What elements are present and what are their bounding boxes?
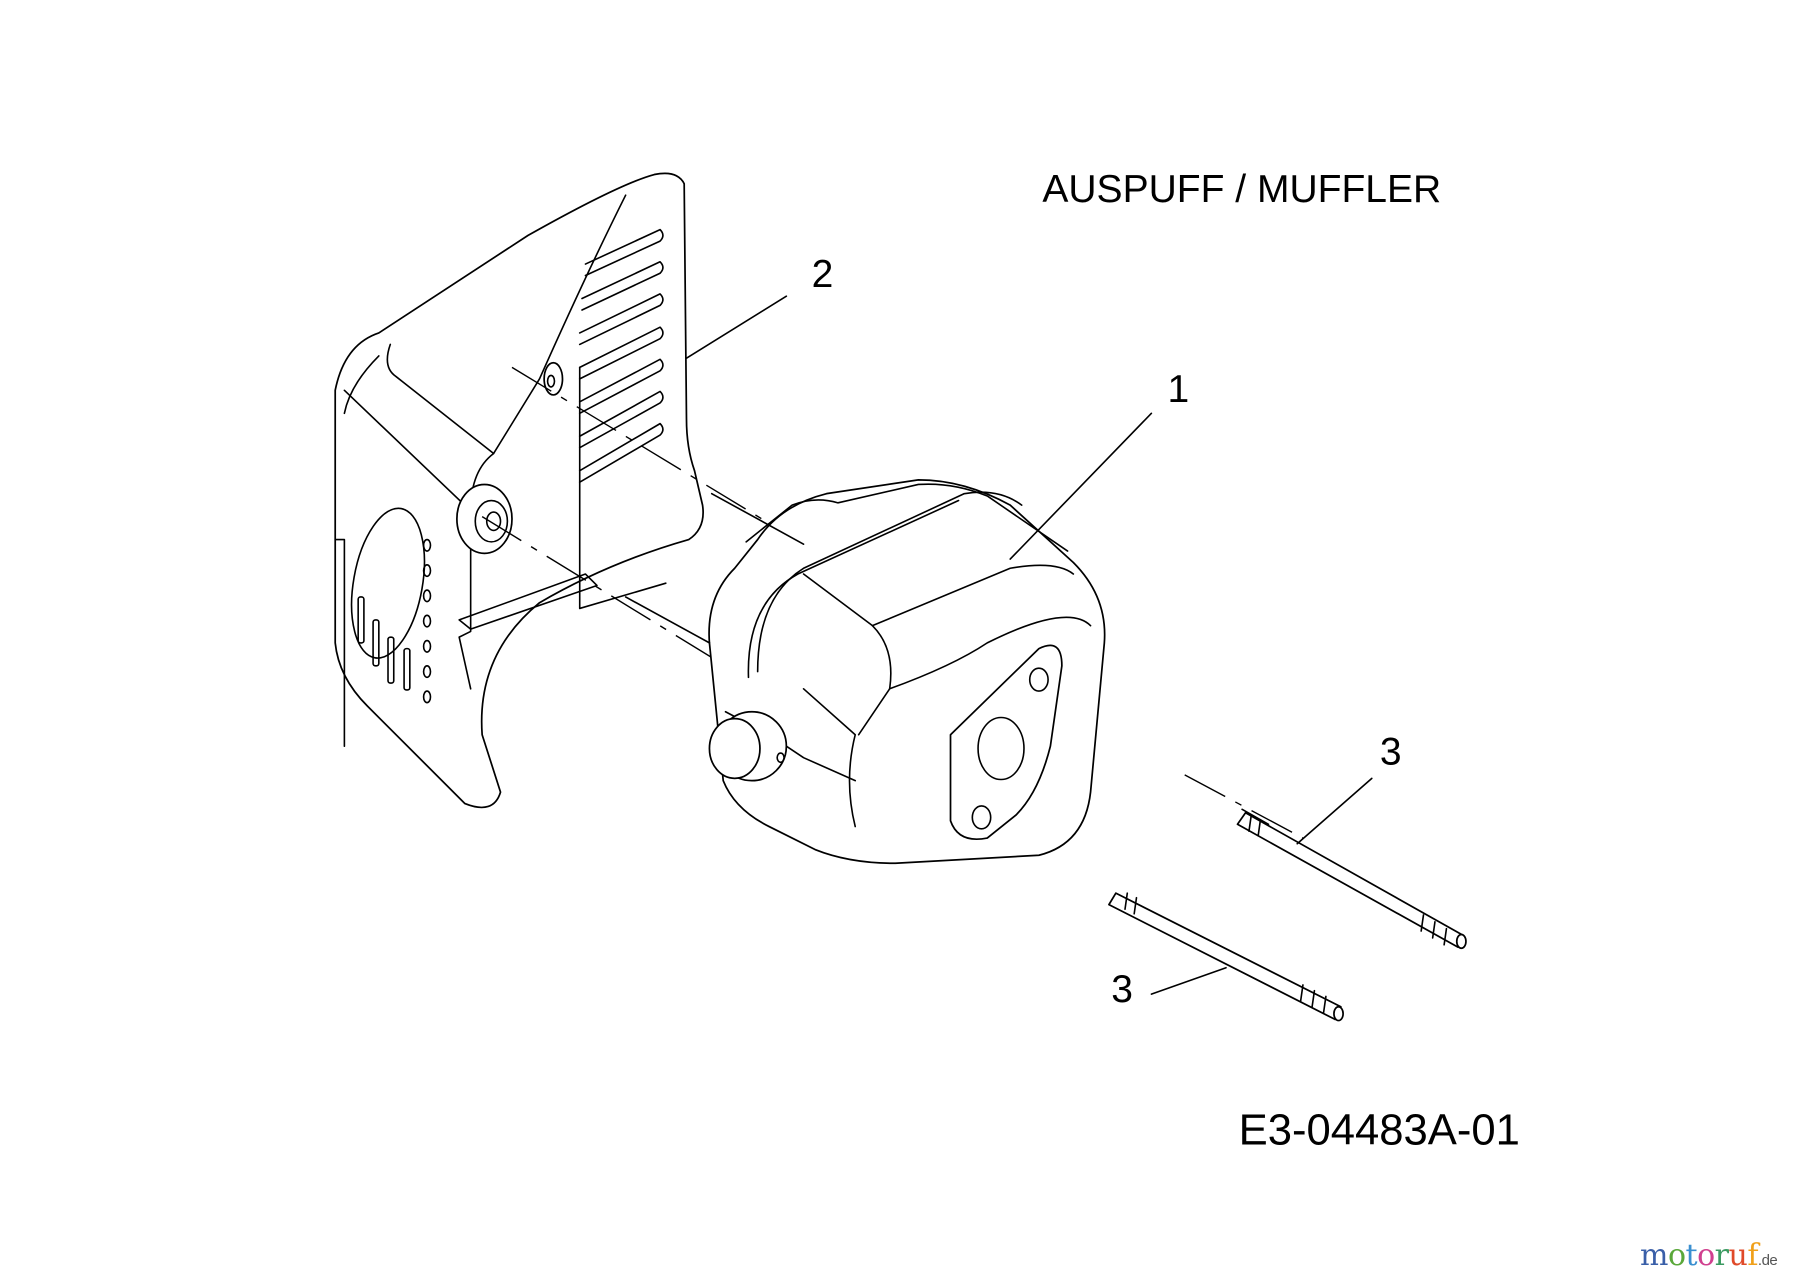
leader-line-1 bbox=[1009, 412, 1153, 560]
leader-line-3a bbox=[1296, 777, 1373, 845]
leader-line-2 bbox=[685, 295, 788, 359]
vent-slots bbox=[578, 228, 664, 483]
grommet bbox=[456, 361, 564, 555]
diagram-title: AUSPUFF / MUFFLER bbox=[1042, 168, 1441, 211]
stud-lower bbox=[1108, 892, 1344, 1022]
tailpipe-cap bbox=[708, 710, 788, 782]
motoruf-watermark-logo: motoruf.de bbox=[1640, 1238, 1778, 1272]
muffler bbox=[708, 479, 1106, 865]
muffler-guard bbox=[334, 172, 704, 809]
stud-upper bbox=[1236, 808, 1467, 950]
drawing-code: E3-04483A-01 bbox=[1239, 1107, 1520, 1155]
mounting-flange bbox=[949, 644, 1063, 840]
leader-line-3b bbox=[1150, 966, 1227, 995]
callout-number: 3 bbox=[1111, 968, 1133, 1011]
logo-suffix: .de bbox=[1757, 1252, 1778, 1269]
logo-mark: m bbox=[1640, 1238, 1668, 1272]
side-holes bbox=[357, 538, 432, 704]
callout-number: 1 bbox=[1167, 368, 1189, 411]
callout-number: 2 bbox=[812, 253, 834, 296]
outlet-hole bbox=[350, 507, 426, 659]
callout-number: 3 bbox=[1380, 731, 1402, 774]
